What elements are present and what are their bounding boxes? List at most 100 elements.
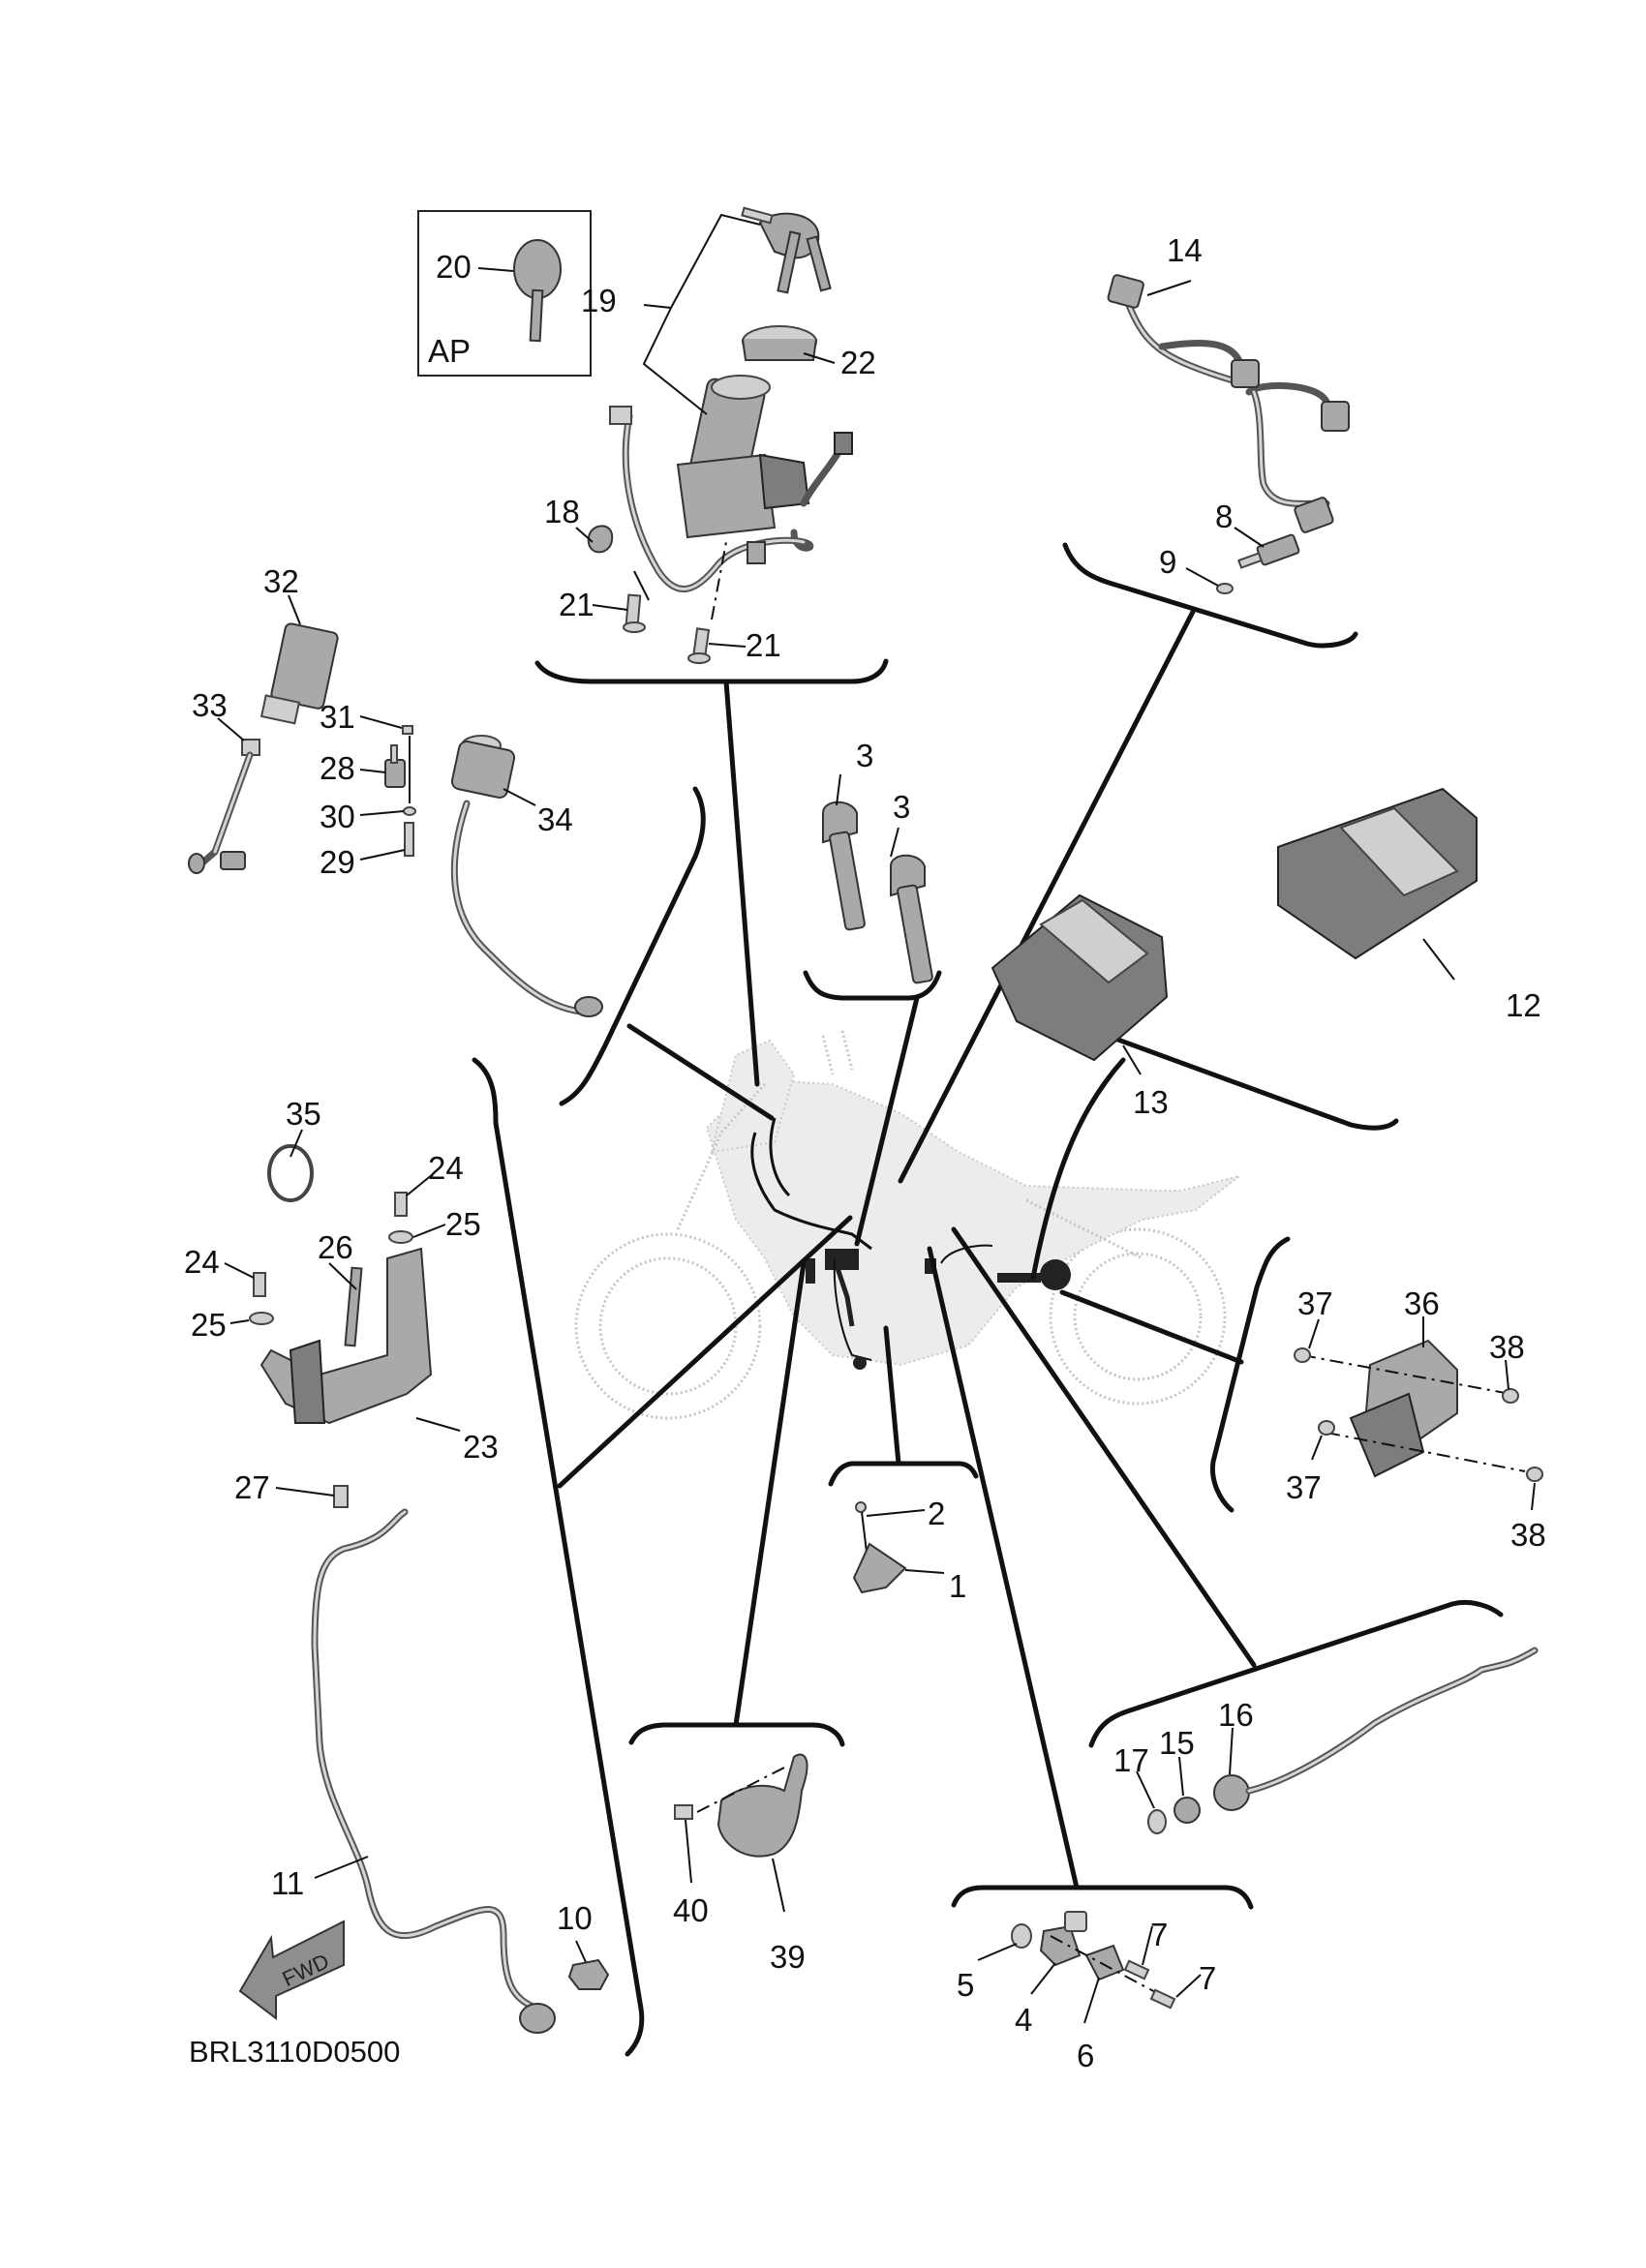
o-ring-17 — [1147, 1809, 1167, 1834]
bolt-38b — [1526, 1467, 1543, 1482]
inset-box-ap: 20 AP — [417, 210, 592, 377]
callout-37b: 37 — [1286, 1469, 1322, 1505]
sensor-11 — [519, 2003, 556, 2034]
screw-21a — [625, 593, 642, 626]
diagram-code-caption: BRL3110D0500 — [189, 2035, 400, 2069]
group-brackets — [472, 542, 1504, 2057]
bolt-24b — [253, 1272, 266, 1297]
sensor-10 — [567, 1958, 610, 1990]
sensor-harness-group: 14 8 9 — [1107, 232, 1350, 594]
bolt-7b — [1149, 1988, 1176, 2010]
callout-26: 26 — [318, 1229, 353, 1265]
callout-24b: 24 — [184, 1244, 220, 1280]
sensor-16 — [1213, 1774, 1250, 1811]
horn-39 — [716, 1753, 808, 1858]
bolt-24a — [394, 1192, 408, 1217]
inset-label-ap: AP — [428, 333, 471, 369]
plate-26 — [344, 1266, 363, 1347]
callout-38a: 38 — [1489, 1329, 1525, 1365]
callout-20: 20 — [436, 249, 472, 285]
callout-10: 10 — [557, 1900, 593, 1936]
sensor-28 — [384, 759, 406, 788]
callout-24a: 24 — [428, 1150, 464, 1186]
bracket-sensor-group: 35 24 25 24 25 26 23 27 11 — [184, 1096, 610, 2034]
o-ring-5 — [1011, 1923, 1032, 1949]
callout-8: 8 — [1215, 499, 1233, 534]
horn-group: 40 39 — [673, 1753, 808, 1975]
connector-14a — [1107, 274, 1144, 309]
key-blade — [529, 288, 544, 343]
callout-29: 29 — [320, 844, 355, 880]
callout-37a: 37 — [1297, 1285, 1333, 1321]
fwd-arrow-icon: FWD — [238, 1920, 345, 2021]
callout-25b: 25 — [191, 1307, 227, 1343]
callout-7b: 7 — [1199, 1960, 1216, 1996]
callout-21a: 21 — [559, 587, 594, 622]
callout-5: 5 — [957, 1967, 974, 2003]
harness-on-bike — [750, 1117, 1071, 1370]
callout-36: 36 — [1404, 1285, 1440, 1321]
plug-15 — [1174, 1797, 1201, 1824]
callout-11: 11 — [271, 1865, 304, 1901]
small-relay-group: 2 1 — [852, 1496, 966, 1604]
callout-27: 27 — [234, 1469, 270, 1505]
callout-25a: 25 — [445, 1206, 481, 1242]
main-switch-group: 19 22 18 21 21 — [544, 206, 876, 664]
ecu-12 — [1277, 787, 1478, 960]
callout-13: 13 — [1133, 1084, 1169, 1120]
key-head-icon — [513, 239, 562, 299]
callout-30: 30 — [320, 799, 355, 834]
callout-3a: 3 — [856, 738, 873, 773]
sensor-8 — [1256, 533, 1300, 566]
callout-15: 15 — [1159, 1725, 1195, 1761]
callout-18: 18 — [544, 494, 580, 529]
callout-19: 19 — [581, 283, 617, 318]
relay-unit-group: 37 36 38 37 38 — [1286, 1285, 1546, 1553]
callout-1: 1 — [949, 1568, 966, 1604]
screw-2 — [855, 1501, 867, 1513]
sensor-plug-group: 17 15 16 — [1113, 1647, 1539, 1834]
callout-3b: 3 — [893, 789, 910, 825]
callout-23: 23 — [463, 1429, 499, 1465]
ignition-coil-b — [890, 854, 926, 897]
motorcycle-silhouette — [574, 1030, 1240, 1420]
o-ring-9 — [1216, 583, 1234, 594]
nut-31 — [402, 725, 413, 735]
cable-band-35 — [267, 1144, 314, 1202]
ignition-coil-group: 3 3 — [822, 738, 933, 984]
callout-34: 34 — [537, 801, 573, 837]
nut-37b — [1318, 1420, 1335, 1436]
nut-37a — [1294, 1347, 1311, 1363]
bolt-7a — [1123, 1959, 1150, 1981]
bolt-38a — [1502, 1388, 1519, 1404]
callout-28: 28 — [320, 750, 355, 786]
callout-40: 40 — [673, 1892, 709, 1928]
callout-4: 4 — [1015, 2002, 1032, 2038]
callout-39: 39 — [770, 1939, 806, 1975]
washer-25b — [249, 1312, 274, 1325]
switch-34 — [450, 741, 516, 799]
callout-2: 2 — [928, 1496, 945, 1531]
callout-16: 16 — [1218, 1697, 1254, 1733]
callout-21b: 21 — [746, 627, 781, 663]
callout-32: 32 — [263, 563, 299, 599]
bolt-29 — [404, 822, 414, 857]
relay-1 — [852, 1542, 907, 1594]
callout-14: 14 — [1167, 232, 1203, 268]
sensor-32 — [270, 622, 339, 710]
callout-9: 9 — [1159, 544, 1176, 580]
ignition-coil-a — [822, 801, 858, 844]
washer-30 — [403, 806, 416, 816]
washer-25a — [388, 1230, 413, 1244]
callout-33: 33 — [192, 687, 228, 723]
harness-connector — [825, 1249, 859, 1270]
callout-6: 6 — [1077, 2038, 1094, 2073]
callout-38b: 38 — [1510, 1517, 1546, 1553]
callout-12: 12 — [1506, 987, 1541, 1023]
callout-7a: 7 — [1150, 1917, 1168, 1952]
bolt-40 — [674, 1804, 693, 1820]
callout-31: 31 — [320, 699, 355, 735]
callout-22: 22 — [840, 345, 876, 380]
callout-17: 17 — [1113, 1742, 1149, 1778]
